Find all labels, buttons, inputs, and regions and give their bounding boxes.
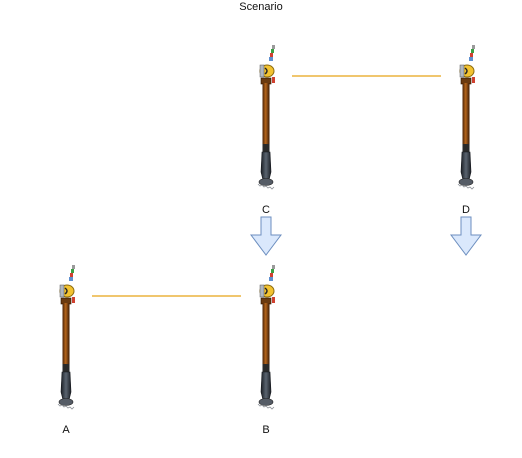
post-d-icon: [457, 45, 475, 190]
node-label-a: A: [62, 424, 70, 436]
down-arrow-c-icon: [250, 216, 282, 256]
post-b-icon: [257, 265, 275, 410]
node-label-d: D: [462, 204, 470, 216]
down-arrow-d-icon: [450, 216, 482, 256]
node-label-c: C: [262, 204, 270, 216]
diagram-title: Scenario: [239, 1, 283, 13]
node-label-b: B: [262, 424, 270, 436]
post-c-icon: [257, 45, 275, 190]
post-a-icon: [57, 265, 75, 410]
